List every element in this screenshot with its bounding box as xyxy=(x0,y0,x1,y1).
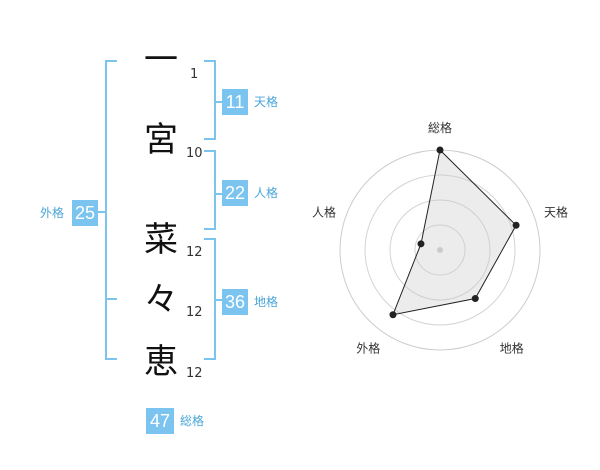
jinkaku-label: 人格 xyxy=(254,186,279,200)
kanji-1: 一 xyxy=(144,40,178,80)
kanji-4: 々 xyxy=(144,280,178,320)
kanji-3: 菜 xyxy=(144,220,178,260)
stroke-count-2: 10 xyxy=(186,146,203,161)
radar-axis-label-5: 人格 xyxy=(312,204,336,219)
gaikaku-bracket xyxy=(105,60,117,360)
stroke-count-1: 1 xyxy=(190,67,199,82)
tenkaku-bracket xyxy=(204,60,216,140)
jinkaku-bracket xyxy=(204,150,216,230)
jinkaku-value-badge: 22 xyxy=(222,180,248,206)
jinkaku-tick xyxy=(214,193,222,195)
soukaku-label: 総格 xyxy=(180,414,205,428)
stroke-count-5: 12 xyxy=(186,366,203,381)
tenkaku-value-badge: 11 xyxy=(222,89,248,115)
radar-point-4 xyxy=(389,311,397,319)
radar-axis-label-1: 総格 xyxy=(428,120,452,135)
stroke-count-3: 12 xyxy=(186,245,203,260)
soukaku-value-badge: 47 xyxy=(146,408,174,434)
radar-axis-label-2: 天格 xyxy=(544,204,568,219)
gaikaku-value-badge: 25 xyxy=(72,200,98,226)
radar-ring xyxy=(389,199,491,301)
radar-ring xyxy=(414,224,466,276)
radar-axis-label-3: 地格 xyxy=(500,341,524,356)
tenkaku-tick xyxy=(214,101,222,103)
radar-point-1 xyxy=(436,146,444,154)
radar-point-5 xyxy=(417,240,425,248)
gaikaku-label: 外格 xyxy=(40,206,65,220)
radar-point-3 xyxy=(471,295,479,303)
radar-axis-label-4: 外格 xyxy=(356,341,380,356)
gaikaku-tick-inner xyxy=(105,298,117,300)
gaikaku-tick-outer xyxy=(97,211,107,213)
chikaku-value-badge: 36 xyxy=(222,289,248,315)
chikaku-label: 地格 xyxy=(254,295,279,309)
radar-ring xyxy=(364,174,516,326)
tenkaku-label: 天格 xyxy=(254,95,279,109)
radar-series-polygon xyxy=(392,148,517,316)
stroke-count-4: 12 xyxy=(186,305,203,320)
chikaku-tick xyxy=(214,299,222,301)
radar-center xyxy=(437,247,443,253)
radar-point-2 xyxy=(512,221,520,229)
radar-polygon-group xyxy=(389,146,520,319)
kanji-5: 恵 xyxy=(144,342,178,382)
kanji-2: 宮 xyxy=(144,120,178,160)
